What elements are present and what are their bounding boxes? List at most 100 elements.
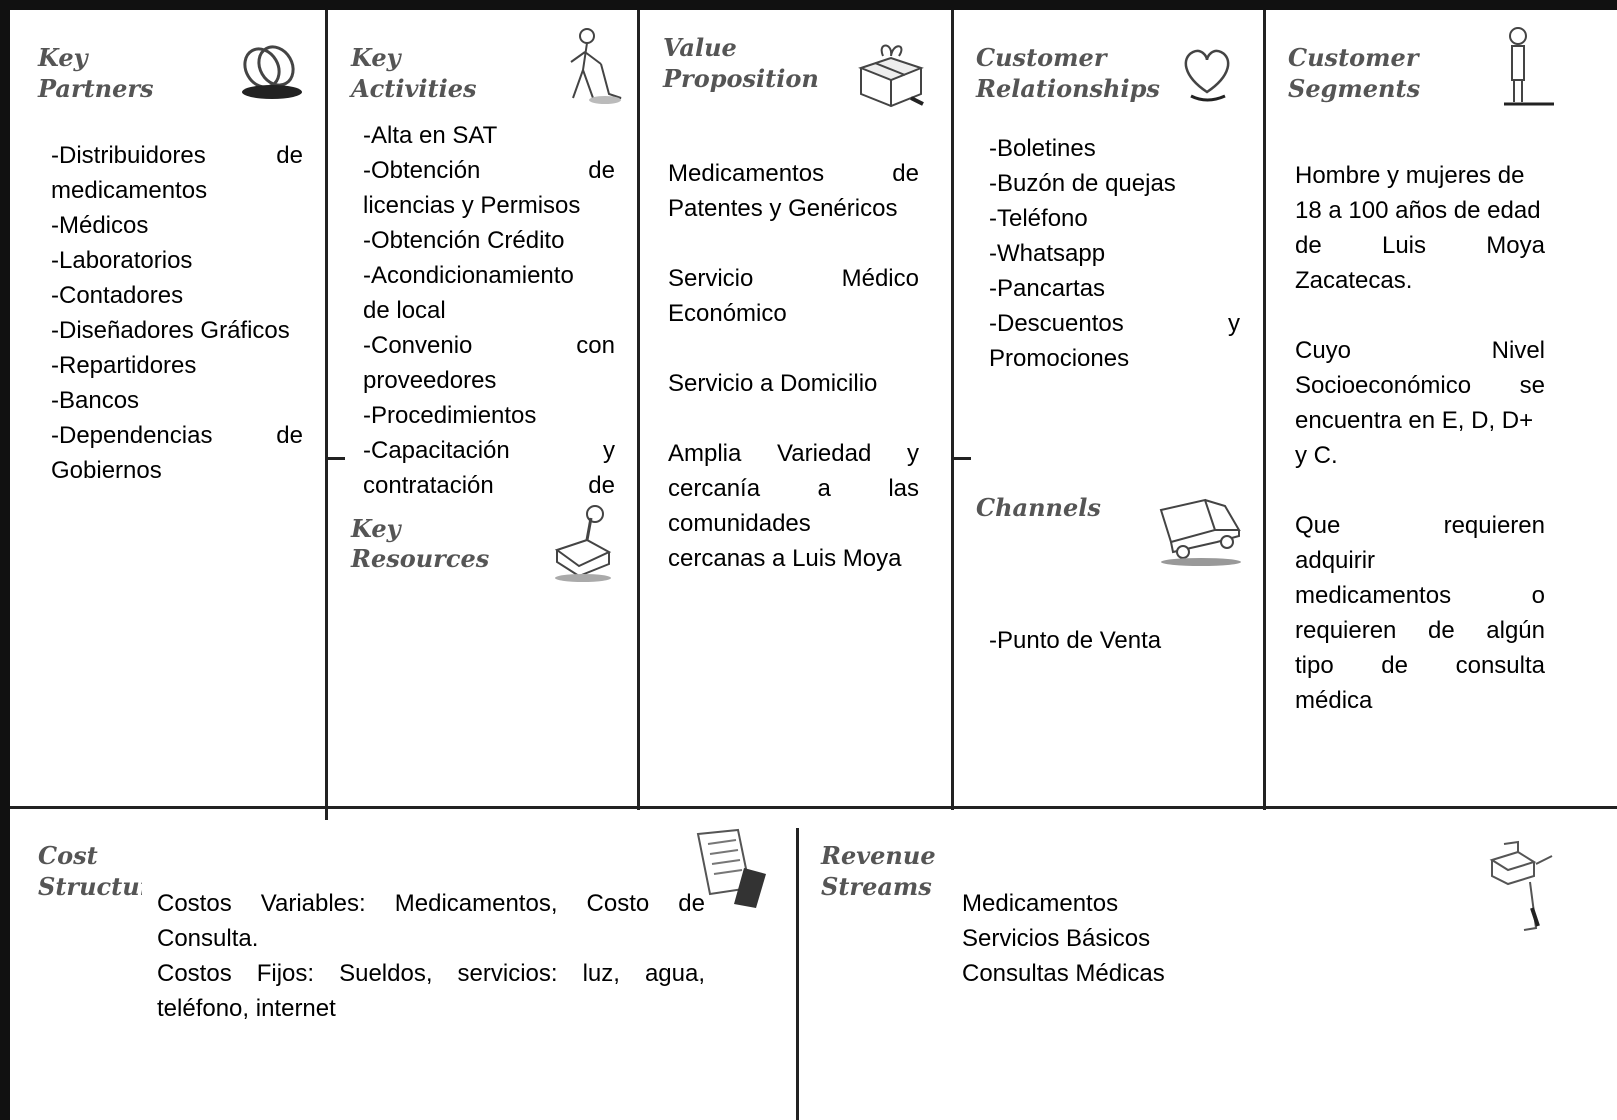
gift-box-icon bbox=[858, 44, 924, 108]
list-item: tipo de consulta bbox=[1295, 652, 1545, 679]
list-item: Consultas Médicas bbox=[962, 960, 1165, 987]
list-item bbox=[668, 331, 919, 366]
list-item: Consulta. bbox=[157, 925, 259, 952]
list-item: cercanía a las bbox=[668, 475, 919, 502]
divider-partners-activities bbox=[325, 10, 328, 820]
list-item: Zacatecas. bbox=[1295, 267, 1413, 294]
value-proposition-text: Medicamentos de Patentes y Genéricos Ser… bbox=[668, 156, 919, 576]
divider-cost-revenue bbox=[796, 828, 799, 1120]
list-item: -Repartidores bbox=[51, 352, 197, 379]
list-item: Servicios Básicos bbox=[962, 925, 1151, 952]
list-item: Promociones bbox=[989, 345, 1130, 372]
key-partners-title: Key Partners bbox=[38, 43, 154, 103]
list-item: -Diseñadores Gráficos bbox=[51, 317, 290, 344]
list-item: Hombre y mujeres de bbox=[1295, 162, 1525, 189]
list-item bbox=[1295, 298, 1545, 333]
list-item: -Laboratorios bbox=[51, 247, 193, 274]
list-item: -Obtención Crédito bbox=[363, 227, 565, 254]
divider-relationships-segments bbox=[1263, 10, 1266, 810]
list-item bbox=[668, 401, 919, 436]
customer-relationships-text: -Boletines -Buzón de quejas -Teléfono -W… bbox=[989, 131, 1240, 376]
divider-activities-value bbox=[637, 10, 640, 810]
list-item: Costos Fijos: Sueldos, servicios: luz, a… bbox=[157, 960, 705, 987]
list-item: -Convenio con bbox=[363, 332, 615, 359]
list-item: -Dependencias de bbox=[51, 422, 303, 449]
rings-icon bbox=[242, 45, 302, 99]
list-item: -Boletines bbox=[989, 135, 1096, 162]
list-item: -Teléfono bbox=[989, 205, 1088, 232]
list-item: -Procedimientos bbox=[363, 402, 537, 429]
divider-activities-resources-tick bbox=[325, 457, 345, 460]
list-item: Socioeconómico se bbox=[1295, 372, 1545, 399]
list-item: -Pancartas bbox=[989, 275, 1106, 302]
list-item: Amplia Variedad y bbox=[668, 440, 919, 467]
list-item: de local bbox=[363, 297, 446, 324]
list-item: -Descuentos y bbox=[989, 310, 1240, 337]
list-item bbox=[1295, 473, 1545, 508]
cost-structure-title: Cost Structure bbox=[38, 841, 142, 901]
list-item: de Luis Moya bbox=[1295, 232, 1545, 259]
person-icon bbox=[1504, 27, 1554, 106]
list-item: y C. bbox=[1295, 442, 1338, 469]
list-item: cercanas a Luis Moya bbox=[668, 545, 902, 572]
list-item: Que requieren bbox=[1295, 512, 1545, 539]
divider-value-relationships bbox=[951, 10, 954, 810]
customer-segments-title: Customer Segments bbox=[1288, 43, 1421, 103]
list-item: licencias y Permisos bbox=[363, 192, 581, 219]
list-item: Medicamentos de bbox=[668, 160, 919, 187]
list-item: Patentes y Genéricos bbox=[668, 195, 898, 222]
invoice-icon bbox=[696, 828, 766, 908]
channels-text: -Punto de Venta bbox=[989, 623, 1240, 658]
list-item: Medicamentos bbox=[962, 890, 1119, 917]
list-item: proveedores bbox=[363, 367, 497, 394]
key-resources-title: Key Resources bbox=[351, 514, 490, 573]
list-item: -Acondicionamiento bbox=[363, 262, 574, 289]
list-item: comunidades bbox=[668, 510, 811, 537]
customer-segments-text: Hombre y mujeres de 18 a 100 años de eda… bbox=[1295, 158, 1545, 718]
cost-structure-text: Costos Variables: Medicamentos, Costo de… bbox=[157, 886, 705, 1026]
list-item: Gobiernos bbox=[51, 457, 162, 484]
list-item: adquirir bbox=[1295, 547, 1376, 574]
list-item: requieren de algún bbox=[1295, 617, 1545, 644]
machine-icon bbox=[554, 505, 612, 582]
divider-top-bottom bbox=[10, 806, 1617, 809]
key-activities-text: -Alta en SAT -Obtención de licencias y P… bbox=[363, 118, 615, 503]
list-item: teléfono, internet bbox=[157, 995, 336, 1022]
list-item: medicamentos bbox=[51, 177, 208, 204]
list-item: -Alta en SAT bbox=[363, 122, 498, 149]
list-item: -Obtención de bbox=[363, 157, 615, 184]
list-item: Costos Variables: Medicamentos, Costo de bbox=[157, 890, 705, 917]
list-item: médica bbox=[1295, 687, 1373, 714]
list-item: medicamentos o bbox=[1295, 582, 1545, 609]
list-item: Servicio a Domicilio bbox=[668, 370, 878, 397]
revenue-streams-text: Medicamentos Servicios Básicos Consultas… bbox=[962, 886, 1262, 991]
list-item: Económico bbox=[668, 300, 787, 327]
list-item: -Whatsapp bbox=[989, 240, 1106, 267]
list-item: -Contadores bbox=[51, 282, 184, 309]
heart-icon bbox=[1184, 49, 1230, 102]
list-item bbox=[668, 226, 919, 261]
divider-relationships-channels-tick bbox=[951, 457, 971, 460]
list-item: Cuyo Nivel bbox=[1295, 337, 1545, 364]
customer-relationships-title: Customer Relationships bbox=[976, 43, 1160, 103]
list-item: Servicio Médico bbox=[668, 265, 919, 292]
list-item: -Buzón de quejas bbox=[989, 170, 1176, 197]
list-item: 18 a 100 años de edad bbox=[1295, 197, 1541, 224]
list-item: -Distribuidores de bbox=[51, 142, 303, 169]
truck-icon bbox=[1159, 498, 1241, 566]
revenue-streams-title: Revenue Streams bbox=[821, 841, 936, 901]
channels-title: Channels bbox=[976, 493, 1101, 522]
value-proposition-title: Value Proposition bbox=[663, 33, 819, 93]
cash-register-icon bbox=[1489, 840, 1553, 931]
worker-sweeping-icon bbox=[570, 28, 622, 104]
key-activities-title: Key Activities bbox=[351, 43, 477, 103]
list-item: -Punto de Venta bbox=[989, 627, 1162, 654]
list-item: -Médicos bbox=[51, 212, 149, 239]
list-item: -Capacitación y bbox=[363, 437, 615, 464]
list-item: -Bancos bbox=[51, 387, 140, 414]
list-item: encuentra en E, D, D+ bbox=[1295, 407, 1534, 434]
key-partners-text: -Distribuidores de medicamentos -Médicos… bbox=[51, 138, 303, 488]
list-item: contratación de bbox=[363, 472, 615, 499]
